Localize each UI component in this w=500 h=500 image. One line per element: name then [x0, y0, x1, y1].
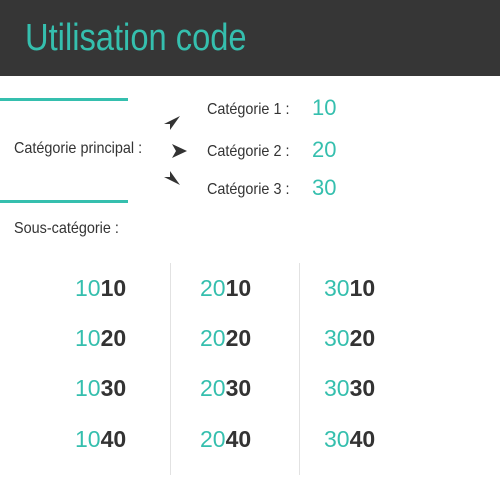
category-code: 30	[312, 175, 337, 200]
category-code: 10	[312, 95, 337, 120]
subcode: 3040	[324, 426, 376, 452]
page-title: Utilisation code	[25, 17, 247, 59]
category-label: Catégorie 3 :	[207, 181, 290, 198]
subcode: 3030	[324, 375, 376, 401]
subcode: 3010	[324, 275, 376, 301]
category-label: Catégorie 1 :	[207, 101, 290, 118]
column-divider	[299, 263, 300, 475]
subcode: 1040	[75, 426, 127, 452]
subcode: 1010	[75, 275, 127, 301]
sub-category-label: Sous-catégorie :	[14, 220, 119, 237]
header-bar: Utilisation code	[0, 0, 500, 76]
main-category-label: Catégorie principal :	[14, 140, 143, 157]
category-row-3: Catégorie 3 : 30	[207, 175, 336, 200]
category-code: 20	[312, 137, 337, 162]
category-row-1: Catégorie 1 : 10	[207, 95, 336, 120]
arrow-down-right-icon	[163, 168, 181, 186]
column-divider	[170, 263, 171, 475]
category-row-2: Catégorie 2 : 20	[207, 137, 336, 162]
subcode: 2040	[200, 426, 252, 452]
subcode: 2010	[200, 275, 252, 301]
category-label: Catégorie 2 :	[207, 143, 290, 160]
top-accent-line	[0, 98, 128, 101]
subcode: 2030	[200, 375, 252, 401]
subcode: 3020	[324, 325, 376, 351]
subcode: 1030	[75, 375, 127, 401]
subcode: 2020	[200, 325, 252, 351]
arrow-up-right-icon	[163, 115, 181, 133]
subcode: 1020	[75, 325, 127, 351]
arrow-right-icon	[170, 142, 188, 160]
bottom-accent-line	[0, 200, 128, 203]
